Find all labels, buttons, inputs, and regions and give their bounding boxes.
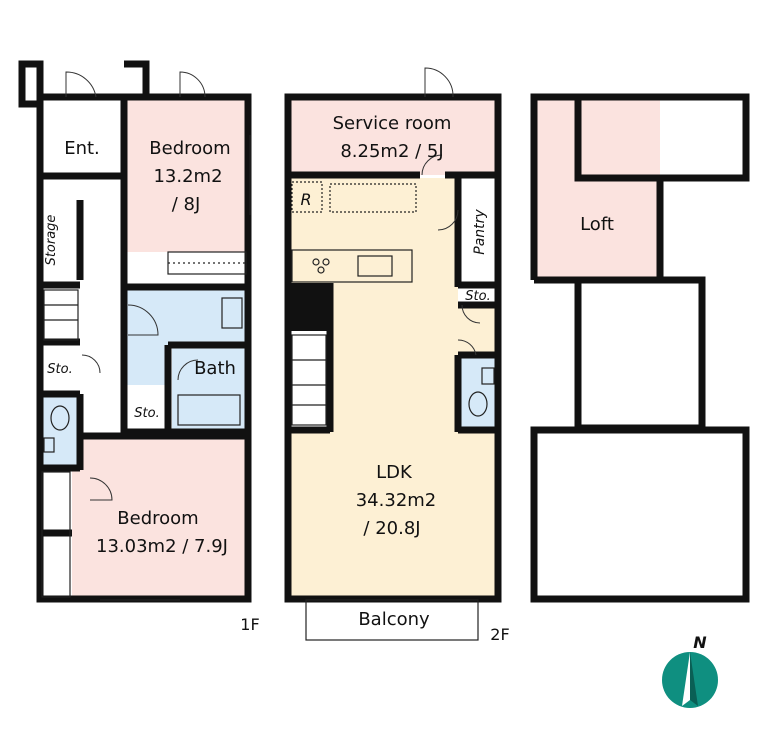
label-floor-1: 1F [240,615,259,634]
service-room-inner-door [421,154,443,176]
bath-fill [172,345,248,430]
washroom-door [127,304,159,336]
floor-1: Ent. Bedroom 13.2m2 / 8J Storage Sto. Ba… [18,60,260,634]
label-loft: Loft [580,214,614,235]
label-bedroom-bottom-area: 13.03m2 / 7.9J [96,536,228,557]
loft-wall-mid [574,276,706,432]
stair-2f [291,334,327,426]
toilet-1f [50,405,70,431]
toilet-1f-sink [43,437,55,453]
pantry-door [437,209,459,231]
floor-2: Service room 8.25m2 / 5J R Pantry Sto. L… [284,67,510,644]
service-room-fill [288,97,498,175]
label-service-room-area: 8.25m2 / 5J [340,141,443,162]
label-ldk: LDK [376,462,413,483]
label-floor-2: 2F [490,625,509,644]
label-sto-left: Sto. [47,362,72,377]
compass: N [662,633,718,708]
entrance-porch-wall-right [124,60,150,97]
label-balcony: Balcony [358,609,430,630]
label-pantry: Pantry [472,209,488,255]
loft-fill [534,97,660,280]
toilet-1f-fill [40,397,78,465]
label-service-room: Service room [333,113,452,134]
bath-door [177,359,199,381]
washroom-fill-2 [126,345,168,385]
washroom-fill [126,287,248,345]
bedroom-top-door [179,71,206,98]
stove-burner-1 [312,258,320,266]
loft-wall-bottom [530,426,750,603]
compass-needle [682,652,690,706]
stove-burner-3 [317,266,325,274]
balcony [305,599,479,641]
kitchen-counter [291,249,413,283]
floor-2-outline [284,93,502,603]
label-ldk-area: 34.32m2 [356,490,437,511]
refrigerator [291,181,323,213]
kitchen-shelf [329,183,417,213]
stair-1f [43,289,79,341]
service-room-door [424,67,454,98]
label-bedroom-top-tatami: / 8J [172,194,201,215]
label-bedroom-top: Bedroom [149,138,230,159]
label-entrance: Ent. [64,138,100,159]
ldk-fill-lower [288,430,498,599]
bathtub [177,394,241,426]
bedroom-bottom-door [89,477,113,501]
bedroom-2-closet [41,471,71,598]
entrance-porch-wall [18,60,44,108]
bedroom-top-fill [124,97,248,252]
label-bedroom-top-area: 13.2m2 [153,166,222,187]
label-refrigerator: R [300,190,311,209]
ldk-fill-mid [458,305,498,355]
compass-needle-dark [690,652,698,706]
label-sto-2f: Sto. [465,289,490,304]
stove-burner-2 [322,258,330,266]
stair-2f-bg [288,331,328,430]
label-bedroom-bottom: Bedroom [117,508,198,529]
kitchen-sink [357,255,393,277]
toilet-2f-door [457,339,477,356]
sto-door [81,354,101,374]
toilet-2f [468,391,488,417]
washbasin [221,297,243,329]
toilet-2f-sink [481,367,495,385]
compass-label: N [693,633,707,652]
loft-inner-wall [574,97,660,182]
stairwell-void [288,283,328,331]
entrance-door [65,71,97,98]
sto-2f-door [461,304,481,324]
loft-floor: Loft [530,93,750,603]
label-sto-bath: Sto. [134,406,159,421]
label-storage: Storage [44,215,59,266]
label-bath: Bath [194,358,236,379]
bedroom-bottom-fill [72,436,248,599]
label-ldk-tatami: / 20.8J [363,518,420,539]
